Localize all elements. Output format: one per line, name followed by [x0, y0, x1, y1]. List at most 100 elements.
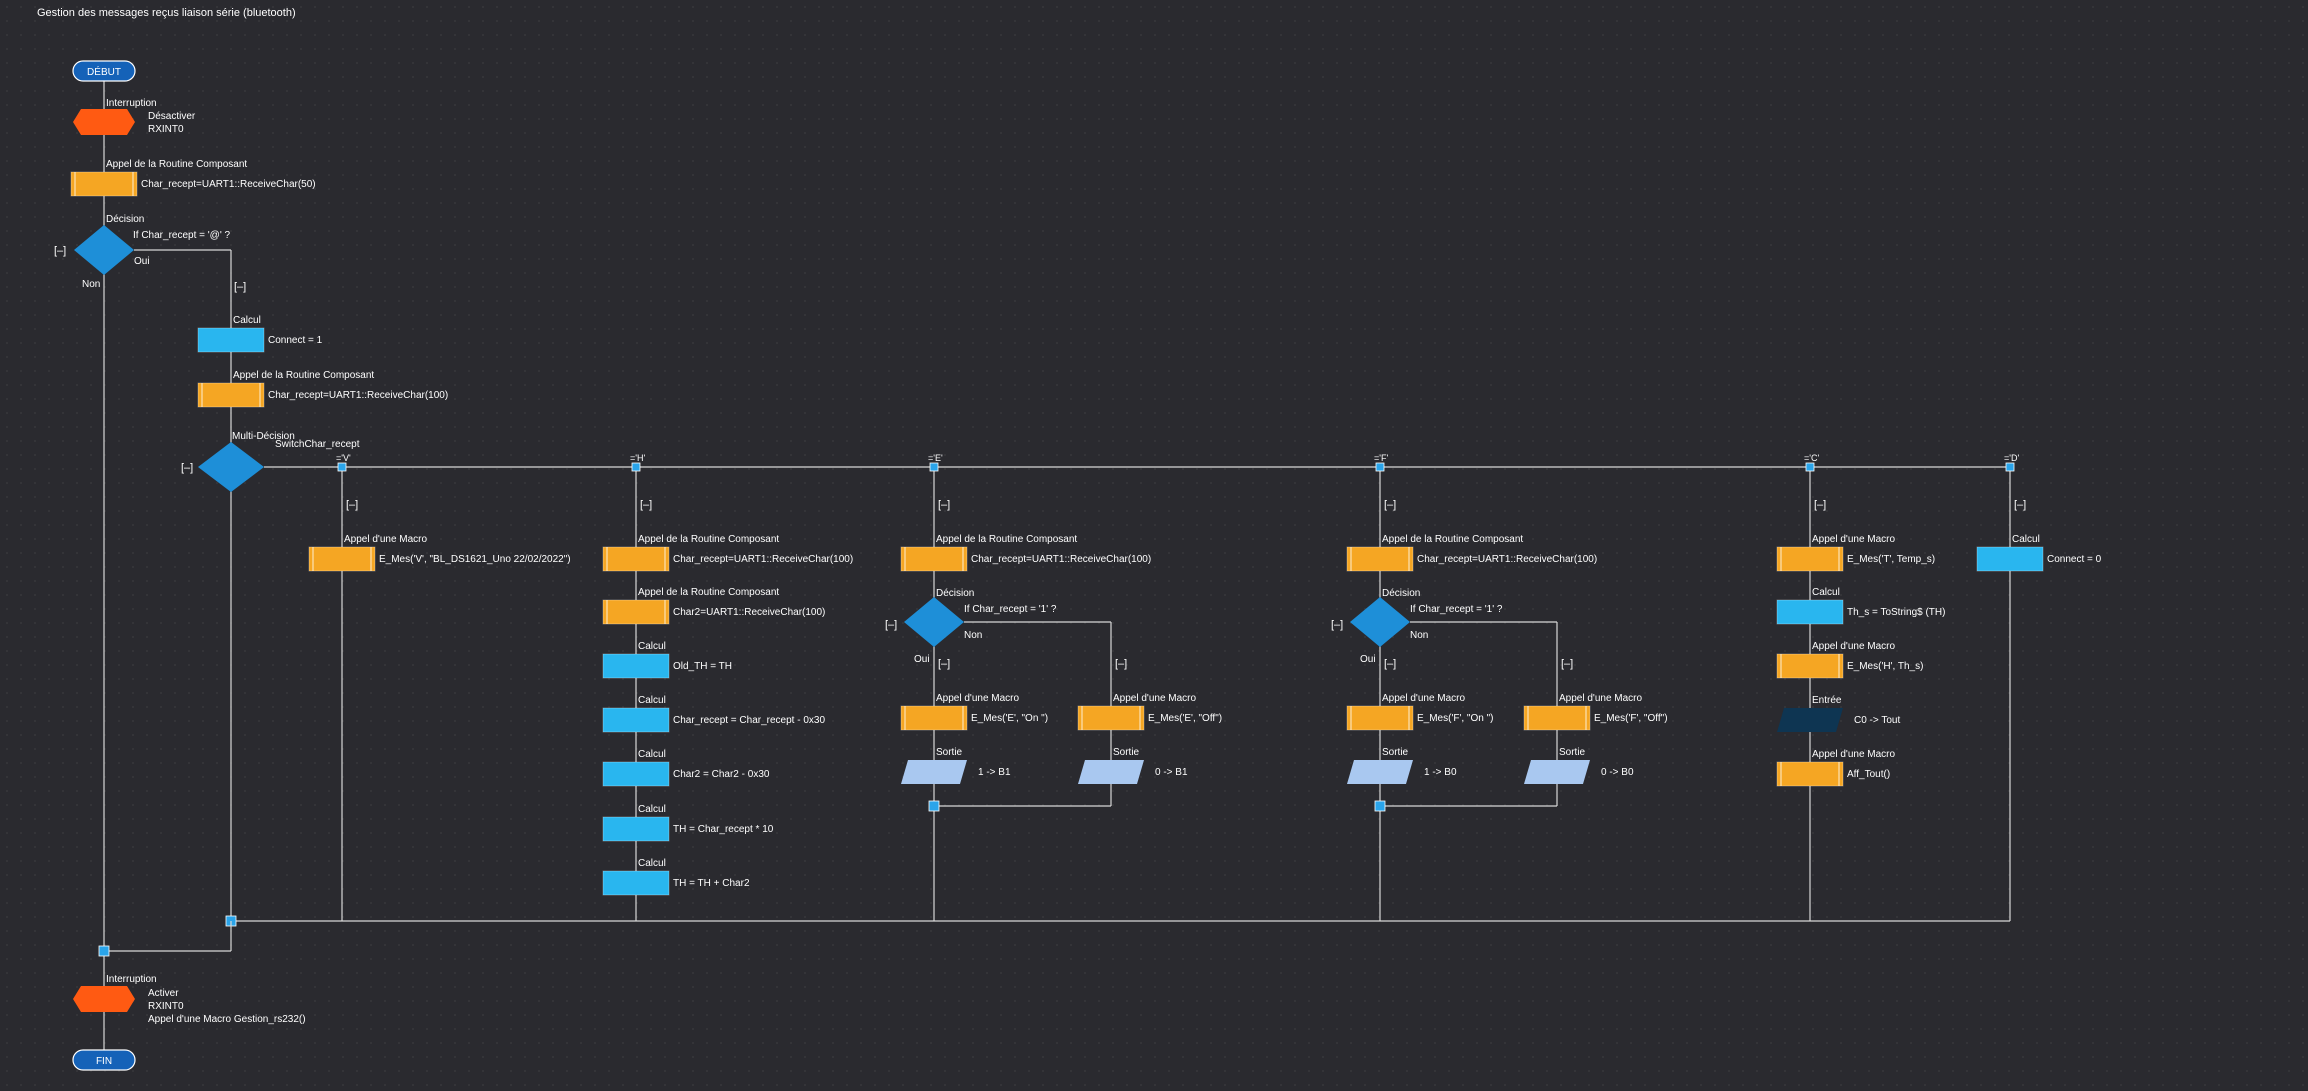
case-d-calc-shape[interactable] [1976, 546, 2044, 572]
interrupt-bottom-type: Interruption [106, 974, 157, 985]
case-f-decision-type: Décision [1382, 588, 1420, 599]
call-rx2-type: Appel de la Routine Composant [233, 370, 374, 381]
case-h-call-0-text: Char_recept=UART1::ReceiveChar(100) [673, 554, 853, 565]
case-h-label: ='H' [630, 453, 645, 463]
interrupt-top-line2: RXINT0 [148, 124, 184, 135]
case-h-calc-4-text: Char2 = Char2 - 0x30 [673, 769, 770, 780]
case-v-macro-text: E_Mes('V', "BL_DS1621_Uno 22/02/2022") [379, 554, 571, 565]
switch-text: SwitchChar_recept [275, 439, 360, 450]
interrupt-bottom-line2: RXINT0 [148, 1001, 184, 1012]
case-c-node-1-shape[interactable] [1776, 599, 1844, 625]
calc-connect-text: Connect = 1 [268, 335, 323, 346]
case-e-no-collapse: [–] [1115, 658, 1127, 670]
case-f-connector[interactable] [1375, 462, 1385, 472]
case-e-yes-output-text: 1 -> B1 [978, 767, 1011, 778]
case-e-connector[interactable] [929, 462, 939, 472]
case-h-calc-4-shape[interactable] [602, 761, 670, 787]
case-d-calc-text: Connect = 0 [2047, 554, 2102, 565]
case-v-macro-shape[interactable] [308, 546, 376, 572]
case-h-calc-2-shape[interactable] [602, 653, 670, 679]
case-h-calc-5-shape[interactable] [602, 816, 670, 842]
case-e-no-macro-text: E_Mes('E', "Off") [1148, 713, 1222, 724]
case-e-decision-no: Non [964, 630, 982, 641]
case-h-calc-3-type: Calcul [638, 695, 666, 706]
case-e-yes-macro-text: E_Mes('E', "On ") [971, 713, 1048, 724]
case-e-yes-collapse: [–] [938, 658, 950, 670]
start-terminal[interactable]: DÉBUT [72, 60, 136, 82]
case-e-no-macro-shape[interactable] [1077, 705, 1145, 731]
case-d-label: ='D' [2004, 453, 2019, 463]
case-d-connector[interactable] [2005, 462, 2015, 472]
case-c-node-0-shape[interactable] [1776, 546, 1844, 572]
case-c-node-2-shape[interactable] [1776, 653, 1844, 679]
case-e-yes-macro-type: Appel d'une Macro [936, 693, 1020, 704]
case-e-decision-shape[interactable] [904, 597, 964, 647]
case-h-calc-3-shape[interactable] [602, 707, 670, 733]
case-f-no-collapse: [–] [1561, 658, 1573, 670]
case-c-label: ='C' [1804, 453, 1819, 463]
interrupt-top-shape[interactable] [73, 109, 135, 135]
case-c-node-4-shape[interactable] [1776, 761, 1844, 787]
call-rx2-shape[interactable] [197, 382, 265, 408]
case-h-call-1-shape[interactable] [602, 599, 670, 625]
case-v-label: ='V' [336, 453, 351, 463]
call-rx1-text: Char_recept=UART1::ReceiveChar(50) [141, 179, 316, 190]
page-title: Gestion des messages reçus liaison série… [37, 7, 296, 19]
call-rx2-text: Char_recept=UART1::ReceiveChar(100) [268, 390, 448, 401]
end-terminal[interactable]: FIN [72, 1049, 136, 1071]
decision-main-shape[interactable] [74, 225, 134, 275]
case-h-connector[interactable] [631, 462, 641, 472]
case-f-decision-no: Non [1410, 630, 1428, 641]
decision-main-text: If Char_recept = '@' ? [133, 230, 231, 241]
case-c-connector[interactable] [1805, 462, 1815, 472]
interrupt-bottom-line3: Appel d'une Macro Gestion_rs232() [148, 1014, 306, 1025]
case-f-yes-macro-shape[interactable] [1346, 705, 1414, 731]
calc-connect-shape[interactable] [197, 327, 265, 353]
switch-type: Multi-Décision [232, 431, 295, 442]
case-c-node-2-text: E_Mes('H', Th_s) [1847, 661, 1923, 672]
end-terminal-label: FIN [96, 1056, 112, 1067]
case-h-call-1-type: Appel de la Routine Composant [638, 587, 779, 598]
case-h-calc-6-shape[interactable] [602, 870, 670, 896]
interrupt-bottom-shape[interactable] [73, 986, 135, 1012]
case-h-calc-2-type: Calcul [638, 641, 666, 652]
case-e-call-shape[interactable] [900, 546, 968, 572]
case-f-merge-connector[interactable] [1374, 800, 1386, 812]
case-c-collapse: [–] [1814, 499, 1826, 511]
case-e-yes-output-shape[interactable] [901, 760, 967, 784]
case-c-node-1-text: Th_s = ToString$ (TH) [1847, 607, 1945, 618]
case-e-merge-connector[interactable] [928, 800, 940, 812]
case-f-decision-text: If Char_recept = '1' ? [1410, 604, 1503, 615]
case-f-decision-shape[interactable] [1350, 597, 1410, 647]
case-h-calc-4-type: Calcul [638, 749, 666, 760]
case-c-node-3-type: Entrée [1812, 695, 1842, 706]
decision-main-collapse: [–] [54, 245, 66, 257]
case-f-yes-output-type: Sortie [1382, 747, 1409, 758]
case-v-connector[interactable] [337, 462, 347, 472]
case-h-call-0-shape[interactable] [602, 546, 670, 572]
case-c-node-2-type: Appel d'une Macro [1812, 641, 1896, 652]
calc-connect-type: Calcul [233, 315, 261, 326]
start-terminal-label: DÉBUT [87, 65, 121, 78]
case-f-call-shape[interactable] [1346, 546, 1414, 572]
case-c-node-3-shape[interactable] [1777, 708, 1843, 732]
case-e-yes-output-type: Sortie [936, 747, 963, 758]
merge-connector[interactable] [98, 945, 110, 957]
case-f-call-text: Char_recept=UART1::ReceiveChar(100) [1417, 554, 1597, 565]
case-f-collapse: [–] [1384, 499, 1396, 511]
switch-shape[interactable] [198, 442, 264, 492]
interrupt-top-line1: Désactiver [148, 111, 196, 122]
case-e-no-output-shape[interactable] [1078, 760, 1144, 784]
case-f-no-output-shape[interactable] [1524, 760, 1590, 784]
case-e-decision-type: Décision [936, 588, 974, 599]
case-f-no-macro-shape[interactable] [1523, 705, 1591, 731]
case-f-no-output-text: 0 -> B0 [1601, 767, 1634, 778]
case-f-yes-output-shape[interactable] [1347, 760, 1413, 784]
case-h-calc-5-text: TH = Char_recept * 10 [673, 824, 774, 835]
case-e-yes-macro-shape[interactable] [900, 705, 968, 731]
case-e-decision-yes: Oui [914, 654, 930, 665]
case-f-label: ='F' [1374, 453, 1388, 463]
call-rx1-shape[interactable] [70, 171, 138, 197]
case-h-calc-3-text: Char_recept = Char_recept - 0x30 [673, 715, 825, 726]
